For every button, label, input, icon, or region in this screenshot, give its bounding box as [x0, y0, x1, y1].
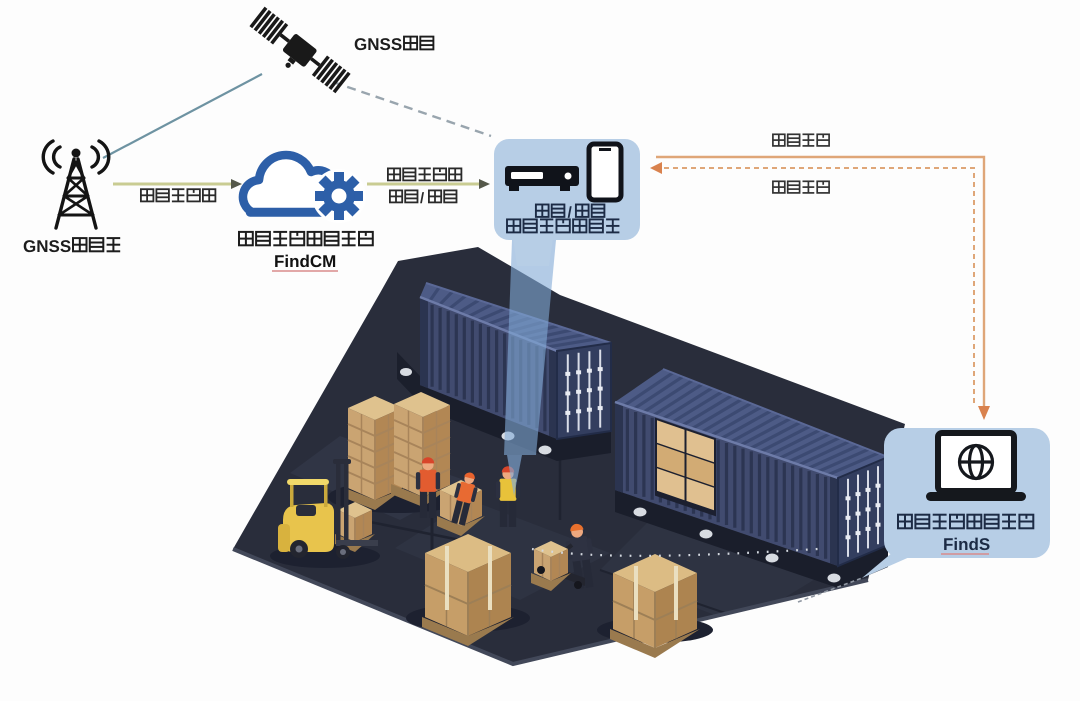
svg-text:GNSS: GNSS [23, 237, 71, 256]
svg-text:/: / [420, 190, 425, 207]
svg-text:/: / [568, 205, 573, 222]
svg-text:GNSS: GNSS [354, 35, 402, 54]
svg-text:FindCM: FindCM [274, 252, 336, 271]
svg-text:FindS: FindS [943, 535, 990, 554]
